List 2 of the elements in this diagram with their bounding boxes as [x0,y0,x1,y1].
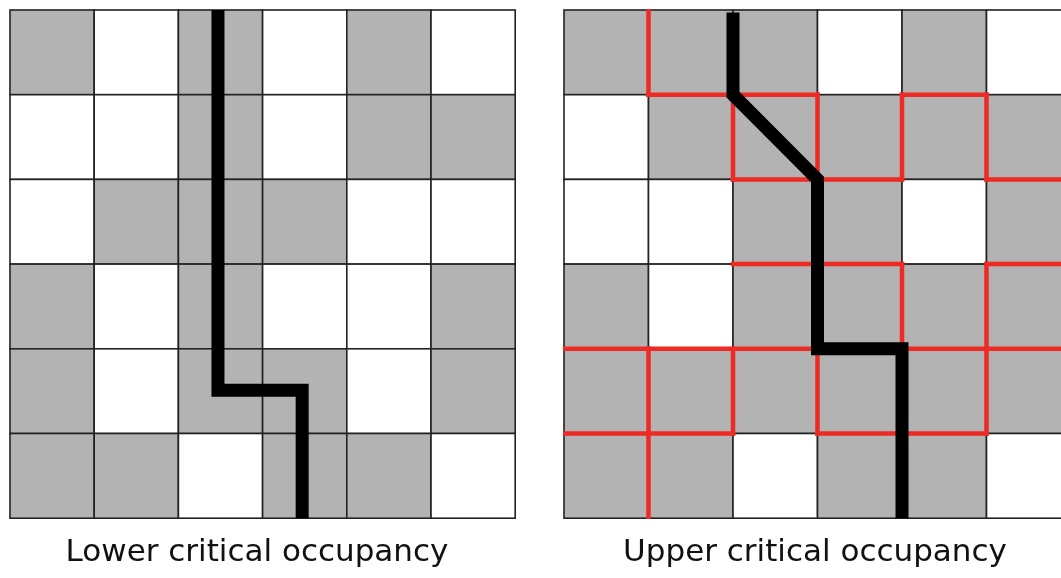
panel-caption: Upper critical occupancy [623,532,1007,568]
panel-caption: Lower critical occupancy [65,532,449,568]
